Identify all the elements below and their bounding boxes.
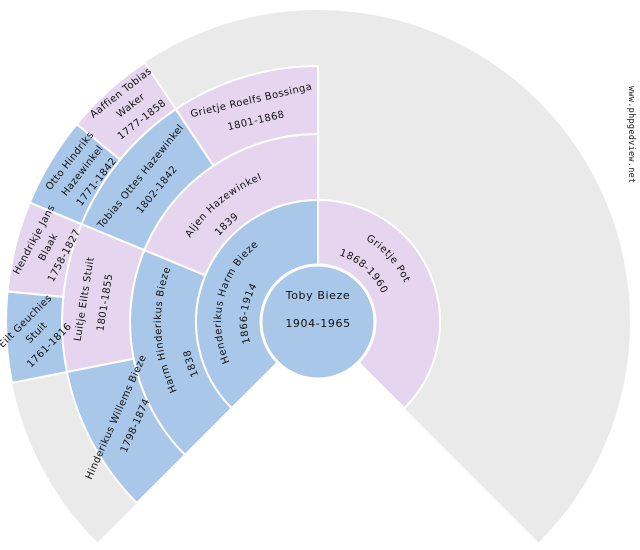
ancestor-sectors [5, 61, 441, 505]
center-person-dates: 1904-1965 [285, 317, 350, 330]
center-person-circle-toby-bieze[interactable] [259, 263, 377, 381]
phpgedview-watermark: www.phpgedview.net [626, 86, 636, 184]
center-person-name: Toby Bieze [285, 289, 350, 302]
sector-grietje-roelfs-bossinga[interactable] [174, 64, 319, 168]
sector-aaffien-tobias-waker[interactable] [75, 61, 178, 162]
